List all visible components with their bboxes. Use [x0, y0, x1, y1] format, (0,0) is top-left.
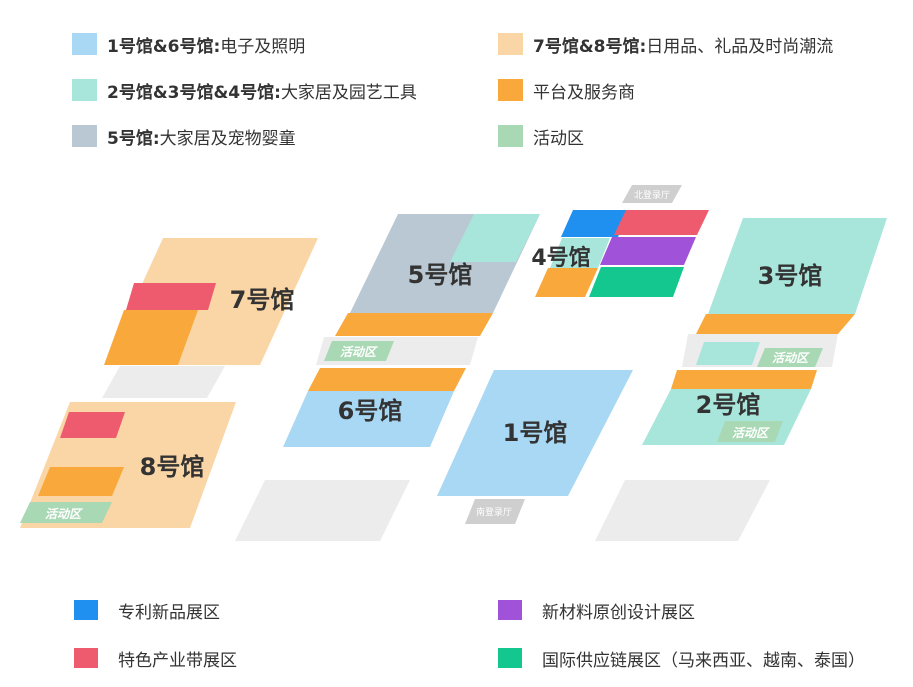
swatch-material: [498, 600, 522, 620]
legend-label: 国际供应链展区（马来西亚、越南、泰国）: [542, 650, 865, 671]
legend-label: 专利新品展区: [118, 602, 220, 623]
hall-4-supply-zone: [589, 267, 684, 297]
hall-6-platform-zone: [308, 368, 466, 391]
swatch-activity: [498, 125, 523, 147]
hall-3-label: 3号馆: [758, 262, 823, 290]
legend-home-garden: 2号馆&3号馆&4号馆: 大家居及园艺工具: [72, 77, 417, 103]
south-entrance-label: 南登录厅: [476, 506, 512, 518]
hall-2[interactable]: 活动区 2号馆: [642, 370, 817, 445]
legend-daily-gift: 7号馆&8号馆: 日用品、礼品及时尚潮流: [498, 31, 833, 57]
north-entrance: [622, 185, 682, 203]
legend-electronics: 1号馆&6号馆: 电子及照明: [72, 31, 305, 57]
activity-zone-5-label: 活动区: [340, 345, 378, 359]
hall-8[interactable]: 活动区 8号馆: [20, 402, 236, 528]
hall-1[interactable]: 1号馆: [437, 370, 633, 496]
swatch-daily-gift: [498, 33, 523, 55]
hall-4[interactable]: 4号馆: [531, 210, 709, 297]
legend-patent: 专利新品展区: [74, 597, 220, 623]
legend-label-bold: 1号馆&6号馆:: [107, 36, 221, 57]
hall-2-platform-zone: [671, 370, 817, 389]
hall-7-specialty-zone: [126, 283, 216, 310]
hall-4-platform-zone: [535, 268, 598, 297]
hall-8-activity-zone: [20, 502, 112, 523]
activity-zone-3-garden: [696, 342, 760, 365]
walkway: [102, 366, 225, 398]
walkway: [235, 480, 410, 541]
swatch-home-pet: [72, 125, 97, 147]
hall-2-activity-zone: [717, 421, 783, 442]
legend-label: 活动区: [533, 128, 584, 149]
legend-label: 新材料原创设计展区: [542, 602, 695, 623]
hall-2-activity-label: 活动区: [732, 426, 770, 440]
legend-label-bold: 5号馆:: [107, 128, 160, 149]
hall-6[interactable]: 6号馆: [283, 368, 466, 447]
legend-home-pet: 5号馆: 大家居及宠物婴童: [72, 123, 296, 149]
swatch-supply: [498, 648, 522, 668]
legend-activity: 活动区: [498, 123, 584, 149]
hall-8-label: 8号馆: [140, 453, 205, 481]
hall-5-garden-zone: [450, 214, 540, 262]
north-entrance-label: 北登录厅: [634, 190, 670, 201]
hall-2-label: 2号馆: [696, 391, 761, 419]
hall-5-label: 5号馆: [408, 261, 473, 289]
legend-specialty: 特色产业带展区: [74, 645, 237, 671]
activity-zone-5: [324, 341, 394, 361]
legend-label: 平台及服务商: [533, 82, 635, 103]
walkway: [595, 480, 770, 541]
hall-7[interactable]: 7号馆: [104, 238, 318, 365]
hall-7-label: 7号馆: [230, 286, 295, 314]
hall-6-area: [283, 391, 454, 447]
hall-8-specialty-zone: [60, 412, 125, 438]
legend-label: 电子及照明: [220, 36, 306, 57]
hall-6-label: 6号馆: [338, 397, 403, 425]
hall-4-material-zone: [600, 237, 696, 265]
swatch-specialty: [74, 648, 98, 668]
swatch-patent: [74, 600, 98, 620]
swatch-platform: [498, 79, 523, 101]
hall-1-area: [437, 370, 633, 496]
legend-supply: 国际供应链展区（马来西亚、越南、泰国）: [498, 645, 865, 671]
hall-8-platform-zone: [38, 467, 124, 496]
legend-label: 日用品、礼品及时尚潮流: [646, 36, 834, 57]
hall-4-label: 4号馆: [531, 245, 590, 271]
legend-platform: 平台及服务商: [498, 77, 635, 103]
legend-label: 大家居及园艺工具: [280, 82, 417, 103]
hall-4-specialty-zone: [614, 210, 709, 235]
legend-label-bold: 2号馆&3号馆&4号馆:: [107, 82, 281, 103]
swatch-home-garden: [72, 79, 97, 101]
hall-3-platform-zone: [696, 314, 855, 334]
hall-5[interactable]: 5号馆: [335, 214, 540, 336]
hall-3-area: [708, 218, 887, 314]
hall-1-label: 1号馆: [503, 419, 568, 447]
hall-4-patent-zone: [561, 210, 630, 237]
hall-8-activity-label: 活动区: [45, 507, 83, 521]
legend-label: 特色产业带展区: [118, 650, 237, 671]
activity-zone-3: [757, 348, 823, 367]
legend-material: 新材料原创设计展区: [498, 597, 695, 623]
hall-4-garden-zone: [550, 238, 610, 268]
south-entrance: [465, 499, 525, 524]
hall-5-platform-zone: [335, 313, 493, 336]
hall-7-platform-zone: [104, 310, 198, 365]
activity-zone-3-label: 活动区: [772, 351, 810, 365]
legend-label: 大家居及宠物婴童: [159, 128, 296, 149]
swatch-electronics: [72, 33, 97, 55]
hall-3[interactable]: 3号馆: [696, 218, 887, 334]
legend-label-bold: 7号馆&8号馆:: [533, 36, 647, 57]
